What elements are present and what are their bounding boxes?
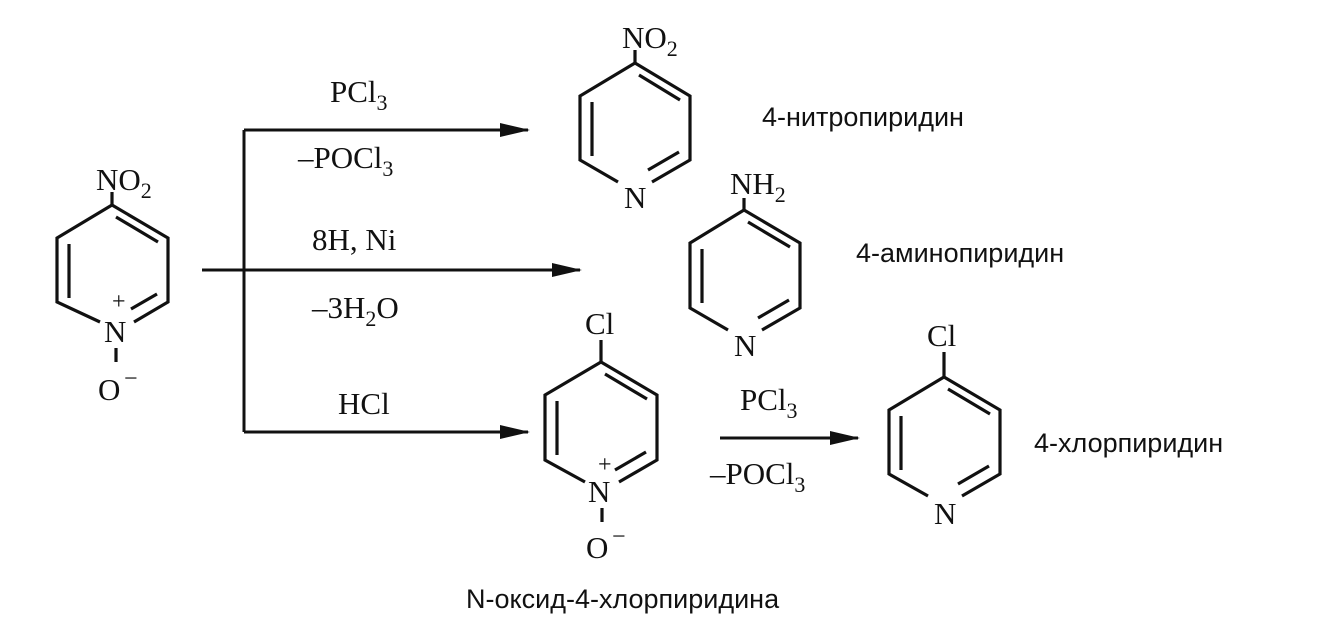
ring-double-bonds [555, 372, 648, 472]
ring-nitrogen: N [934, 496, 956, 531]
branch-arrows [202, 123, 582, 439]
name-4-aminopyridine: 4-аминопиридин [856, 238, 1064, 268]
chlorine-label: Cl [927, 318, 956, 353]
reagent-pcl3-top: PCl3 [330, 74, 388, 115]
ring-bonds [688, 208, 802, 332]
oxide-minus-charge: − [124, 366, 138, 392]
ring-nitrogen: N [624, 180, 646, 215]
reagent-8h-ni: 8H, Ni [312, 222, 397, 257]
oxide-oxygen: O [586, 530, 608, 565]
ring-bonds [578, 61, 692, 184]
ring-double-bonds [590, 73, 681, 172]
ring-double-bonds [899, 387, 991, 486]
reagent-pcl3-bottom: PCl3 [740, 382, 798, 423]
nitrogen-plus-charge: + [598, 452, 612, 478]
ring-double-bonds [700, 220, 791, 320]
nitro-group-label: NO2 [622, 20, 678, 61]
name-4-chloropyridine-n-oxide: N-оксид-4-хлорпиридина [466, 584, 780, 614]
amino-group-label: NH2 [730, 166, 786, 207]
ring-bonds [887, 375, 1002, 498]
ring-double-bonds [67, 215, 159, 311]
nitrogen-plus-charge: + [112, 289, 126, 315]
nitro-group-label: NO2 [96, 162, 152, 203]
reagent-minus-3h2o: –3H2O [311, 290, 399, 331]
name-4-chloropyridine: 4-хлорпиридин [1034, 428, 1223, 458]
reagent-minus-pocl3-bottom: –POCl3 [709, 456, 805, 497]
product-4-aminopyridine: NH2 N 4-аминопиридин [688, 166, 1064, 363]
product-4-chloropyridine-n-oxide: Cl N + O − N-оксид-4-хлорпиридина [466, 306, 780, 614]
product-4-nitropyridine: NO2 N 4-нитропиридин [578, 20, 964, 215]
oxide-minus-charge: − [612, 524, 626, 550]
ring-nitrogen: N [734, 328, 756, 363]
reagent-hcl: HCl [338, 386, 390, 421]
ring-bonds [55, 203, 170, 324]
oxide-oxygen: O [98, 372, 120, 407]
name-4-nitropyridine: 4-нитропиридин [762, 102, 964, 132]
chlorine-label: Cl [585, 306, 614, 341]
ring-nitrogen: N [588, 474, 610, 509]
ring-nitrogen: N [104, 314, 126, 349]
ring-bonds [543, 360, 659, 484]
product-4-chloropyridine: Cl N 4-хлорпиридин [887, 318, 1223, 531]
reagent-minus-pocl3-top: –POCl3 [297, 140, 393, 181]
start-4-nitropyridine-n-oxide: NO2 N + O − [55, 162, 170, 407]
